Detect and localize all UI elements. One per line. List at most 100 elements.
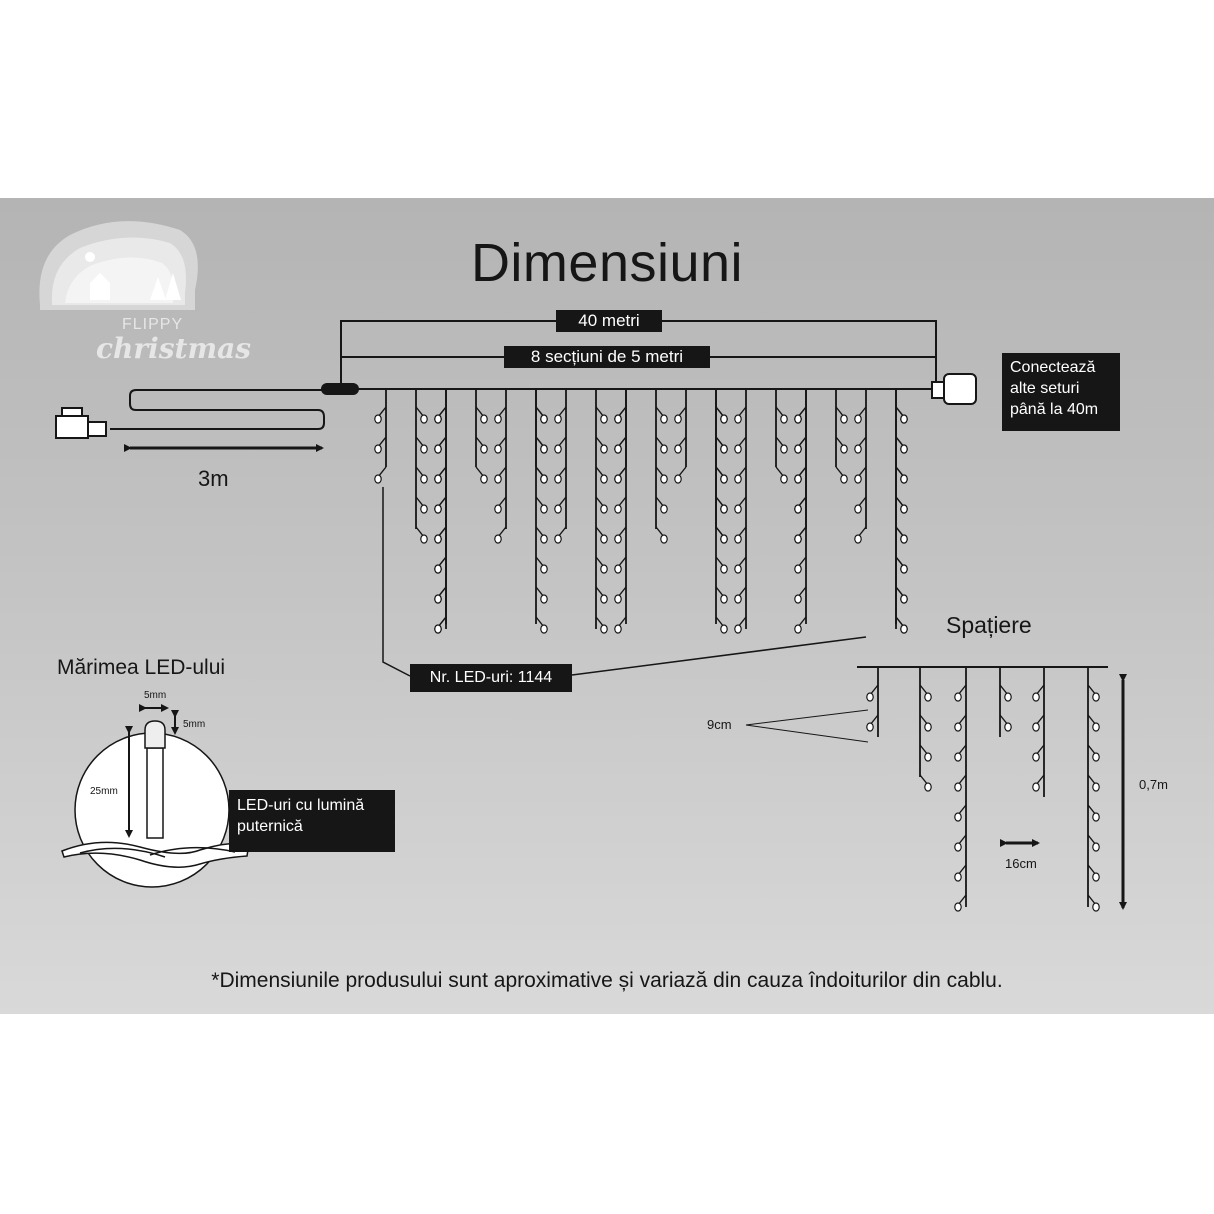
brand-logo xyxy=(39,221,198,310)
led-bulb xyxy=(734,474,742,484)
led-bulb xyxy=(924,692,932,702)
led-bulb xyxy=(1032,722,1040,732)
led-bulb xyxy=(554,414,562,424)
led-bulb xyxy=(734,594,742,604)
led-bulb xyxy=(600,624,608,634)
icicle-strand xyxy=(415,389,428,544)
led-bulb xyxy=(420,444,428,454)
led-bulb xyxy=(1092,752,1100,762)
led-bulb xyxy=(1092,902,1100,912)
end-socket-icon xyxy=(931,373,977,405)
led-bulb xyxy=(720,444,728,454)
led-bulb xyxy=(540,564,548,574)
led-bulb xyxy=(734,534,742,544)
icicle-strand xyxy=(674,389,687,484)
led-bulb xyxy=(1092,692,1100,702)
led-bulb xyxy=(674,444,682,454)
led-size-title: Mărimea LED-ului xyxy=(57,656,226,679)
led-bulb xyxy=(900,624,908,634)
icicle-strand xyxy=(775,389,788,484)
led-bulb xyxy=(720,564,728,574)
led-bulb xyxy=(866,722,874,732)
twisted-cable xyxy=(61,841,250,868)
led-bulb xyxy=(720,594,728,604)
led-bulb xyxy=(494,534,502,544)
led-bulb xyxy=(614,474,622,484)
icicle-strand xyxy=(954,667,967,912)
led-bulb xyxy=(1092,842,1100,852)
led-bulb xyxy=(540,534,548,544)
led-bulb xyxy=(900,504,908,514)
spacing-title: Spațiere xyxy=(946,612,1032,638)
led-bulb xyxy=(794,474,802,484)
led-bulb xyxy=(1032,692,1040,702)
led-bulb xyxy=(900,474,908,484)
led-bulb xyxy=(1032,752,1040,762)
led-bulb xyxy=(600,414,608,424)
led-bulb xyxy=(794,624,802,634)
led-bulb xyxy=(854,534,862,544)
led-bulb xyxy=(954,782,962,792)
led-width-label: 5mm xyxy=(144,690,167,701)
page-title: Dimensiuni xyxy=(470,233,744,293)
total-length-label: 40 metri xyxy=(556,310,662,332)
connect-info-line-1: Conectează xyxy=(1010,359,1096,376)
led-bulb xyxy=(434,414,442,424)
led-bulb xyxy=(720,474,728,484)
led-bulb xyxy=(794,534,802,544)
led-bulb xyxy=(720,504,728,514)
icicle-strand xyxy=(835,389,848,484)
icicle-strand xyxy=(595,389,608,634)
led-bulb xyxy=(840,444,848,454)
led-type-line-1: LED-uri cu lumină xyxy=(237,797,365,814)
led-bulb xyxy=(660,414,668,424)
led-bulb xyxy=(554,534,562,544)
led-bulb-icon xyxy=(144,720,166,839)
led-bulb xyxy=(954,872,962,882)
led-bulb xyxy=(794,504,802,514)
led-bulb xyxy=(1004,722,1012,732)
height-label: 0,7m xyxy=(1139,777,1168,792)
footnote: *Dimensiunile produsului sunt aproximati… xyxy=(211,969,1003,992)
led-bulb xyxy=(554,474,562,484)
led-bulb xyxy=(540,474,548,484)
led-bulb xyxy=(1032,782,1040,792)
led-bulb xyxy=(1092,782,1100,792)
led-bulb xyxy=(480,414,488,424)
icicle-strand xyxy=(794,389,807,544)
led-bulb xyxy=(900,414,908,424)
led-bulb xyxy=(794,414,802,424)
icicle-strand xyxy=(919,667,932,792)
led-bulb xyxy=(900,594,908,604)
led-bulb xyxy=(434,624,442,634)
icicle-strand xyxy=(715,389,728,634)
led-bulb xyxy=(780,414,788,424)
led-bulb xyxy=(854,444,862,454)
led-bulb xyxy=(434,474,442,484)
led-bulb xyxy=(614,444,622,454)
drop-spacing-pointer xyxy=(745,709,869,743)
led-bulb xyxy=(794,564,802,574)
led-bulb xyxy=(420,504,428,514)
led-bulb xyxy=(614,564,622,574)
led-bulb xyxy=(840,414,848,424)
led-bulb xyxy=(420,414,428,424)
led-bulb xyxy=(600,444,608,454)
led-bulb xyxy=(614,414,622,424)
led-bulb xyxy=(780,444,788,454)
led-bulb xyxy=(420,534,428,544)
led-bulb xyxy=(374,414,382,424)
led-bulb xyxy=(660,504,668,514)
led-bulb xyxy=(720,534,728,544)
led-bulb xyxy=(900,444,908,454)
led-bulb xyxy=(540,414,548,424)
icicle-strand xyxy=(715,389,728,544)
drop-spacing-label: 9cm xyxy=(707,717,732,732)
logo-script: christmas xyxy=(96,332,252,365)
connect-info-line-3: până la 40m xyxy=(1010,401,1099,418)
led-bulb xyxy=(954,722,962,732)
led-bulb xyxy=(1092,872,1100,882)
led-bulb xyxy=(434,594,442,604)
led-count-label: Nr. LED-uri: 1144 xyxy=(410,664,572,692)
led-bulb xyxy=(434,444,442,454)
